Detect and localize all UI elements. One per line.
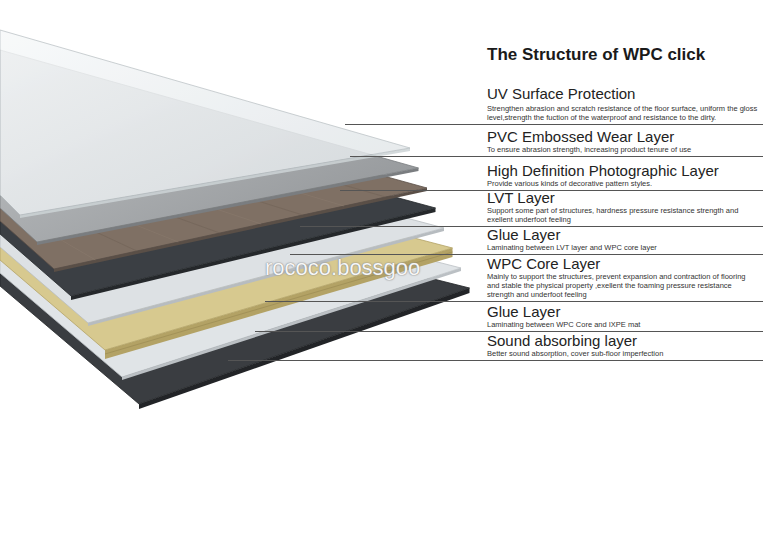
layer-description: Strengthen abrasion and scratch resistan… <box>487 104 760 122</box>
layer-description: Laminating between WPC Core and IXPE mat <box>487 320 760 329</box>
click-profile <box>278 302 279 303</box>
layer-name: PVC Embossed Wear Layer <box>487 129 674 145</box>
layer-face <box>0 30 410 215</box>
layer-description: Mainly to support the structures, preven… <box>487 272 760 299</box>
leader-lines <box>228 125 763 361</box>
layer-name: UV Surface Protection <box>487 86 635 102</box>
watermark: rococo.bossgoo <box>265 256 420 280</box>
layer-description: Better sound absorption, cover sub-floor… <box>487 349 760 358</box>
layer-stack <box>0 30 470 409</box>
layer-description: To ensure abrasion strength, increasing … <box>487 145 760 154</box>
diagram-title: The Structure of WPC click <box>487 45 705 65</box>
layer-name: WPC Core Layer <box>487 256 600 272</box>
layer-name: LVT Layer <box>487 190 555 206</box>
layer-name: Glue Layer <box>487 227 560 243</box>
leader-line <box>350 156 763 157</box>
layer-description: Support some part of structures, hardnes… <box>487 206 760 224</box>
layer-description: Laminating between LVT layer and WPC cor… <box>487 243 760 252</box>
leader-line <box>265 301 763 302</box>
leader-line <box>290 254 763 255</box>
layer-name: Glue Layer <box>487 304 560 320</box>
layer-description: Provide various kinds of decorative patt… <box>487 179 760 188</box>
leader-line <box>255 331 763 332</box>
leader-line <box>345 124 763 125</box>
leader-line <box>228 360 763 361</box>
layer-name: High Definition Photographic Layer <box>487 163 719 179</box>
layer-name: Sound absorbing layer <box>487 333 637 349</box>
